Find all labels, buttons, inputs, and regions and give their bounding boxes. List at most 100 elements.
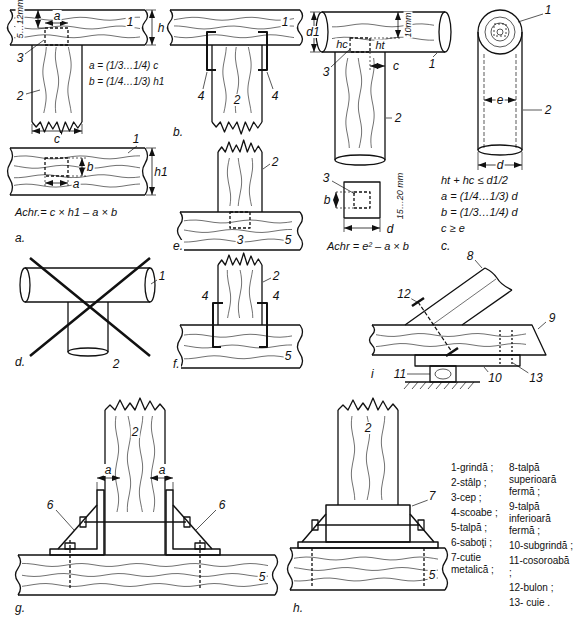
log-end (68, 348, 108, 356)
staple (258, 32, 267, 70)
figure-letter: h. (292, 602, 304, 614)
part-outline (8, 148, 13, 195)
anchor-bolt (312, 548, 424, 588)
callout-number: 3 (16, 52, 25, 64)
leader-line (128, 146, 137, 153)
callout-number: 5 (258, 571, 267, 583)
callout-number: 2 (131, 426, 140, 438)
dimension-formula: 15…20 mm (396, 172, 405, 221)
figure-letter: a. (14, 232, 26, 244)
leader-line (386, 118, 392, 119)
part-outline (18, 555, 275, 595)
legend-entry: 7-cutie metalică ; (450, 552, 508, 576)
leader-line (38, 28, 45, 29)
legend-entry: 4-scoabe ; (450, 507, 508, 519)
hatch (460, 382, 466, 389)
dimension-label: d1 (305, 26, 320, 38)
figure-letter: e. (172, 240, 184, 252)
callout-number: 3 (322, 66, 331, 78)
log-end (435, 369, 451, 379)
leader-line (25, 40, 44, 54)
legend-entry: 2-stâlp ; (450, 477, 508, 489)
dimension-label: a (158, 464, 167, 476)
dimension-formula: a = (1/4…1/3) d (440, 191, 519, 202)
part-outline (478, 32, 522, 150)
wood-grain (14, 156, 140, 159)
callout-number: 1 (132, 133, 141, 145)
dimension-label: a (72, 178, 81, 190)
leader-line (478, 152, 522, 170)
tenon (494, 24, 506, 36)
part-outline (372, 325, 546, 355)
callout-number: 11 (393, 368, 407, 380)
hatch (436, 382, 442, 389)
dimension-formula: b = (1/4…1/3) h1 (88, 77, 165, 87)
wall-plate (430, 366, 456, 382)
wood-grain (14, 17, 140, 20)
log-end (491, 23, 509, 41)
tenon (350, 38, 370, 52)
part-outline (338, 410, 398, 505)
wood-grain (371, 58, 374, 148)
callout-number: 2 (394, 112, 403, 124)
leader-line (331, 49, 350, 67)
wood-grain (249, 158, 252, 206)
wood-grain (68, 47, 71, 113)
log-end (478, 145, 522, 155)
dimension-label: h1 (153, 166, 168, 178)
metal-box (326, 505, 410, 542)
wood-grain (238, 270, 241, 318)
tenon (354, 192, 370, 208)
dimension-line (370, 66, 385, 67)
figure-letter: d. (14, 356, 26, 368)
wood-grain (332, 24, 434, 27)
callout-number: 6 (46, 499, 55, 511)
wood-grain (346, 58, 349, 148)
callout-number: 2 (233, 94, 242, 106)
leader-line (267, 72, 273, 89)
legend-entry: 8-talpă superioară fermă ; (508, 462, 574, 498)
bolt (84, 521, 186, 523)
nut (312, 520, 318, 530)
nut (412, 298, 458, 356)
callout-number: 2 (16, 90, 25, 102)
dimension-label: b (86, 161, 95, 173)
part-outline (8, 10, 13, 45)
callout-number: 6 (218, 499, 227, 511)
part-outline (168, 10, 173, 45)
steel-shoe (58, 505, 97, 549)
callout-number: 5 (284, 350, 293, 362)
callout-number: 5 (284, 234, 293, 246)
leader-line (412, 500, 428, 506)
figure-letter: g. (14, 602, 26, 614)
wood-grain (174, 35, 294, 38)
part-outline (212, 122, 262, 134)
part-outline (485, 268, 512, 290)
dimension-label: a (104, 464, 113, 476)
leader-line (332, 181, 355, 194)
part-outline (16, 555, 21, 595)
leader-line (523, 110, 542, 111)
dimension-line (152, 10, 153, 45)
log-end (439, 12, 451, 52)
wood-grain (139, 416, 142, 512)
wood-grain (14, 165, 140, 168)
part-outline (170, 10, 300, 45)
tenon (230, 212, 250, 228)
cross-out (30, 258, 150, 356)
dimension-label: d (386, 223, 395, 235)
leader-line (26, 90, 40, 94)
steel-shoe (173, 505, 212, 549)
callout-number: 1 (544, 4, 553, 16)
callout-number: 5 (428, 569, 437, 581)
metal-box (302, 514, 434, 542)
callout-number: 7 (428, 490, 437, 502)
wood-grain (376, 334, 526, 337)
leader-line (518, 14, 543, 22)
log-end (335, 155, 385, 165)
wood-grain (351, 416, 354, 500)
legend-entry: 10-subgrindă ; (508, 540, 574, 552)
part-outline (218, 253, 262, 265)
leader-line (263, 278, 271, 282)
